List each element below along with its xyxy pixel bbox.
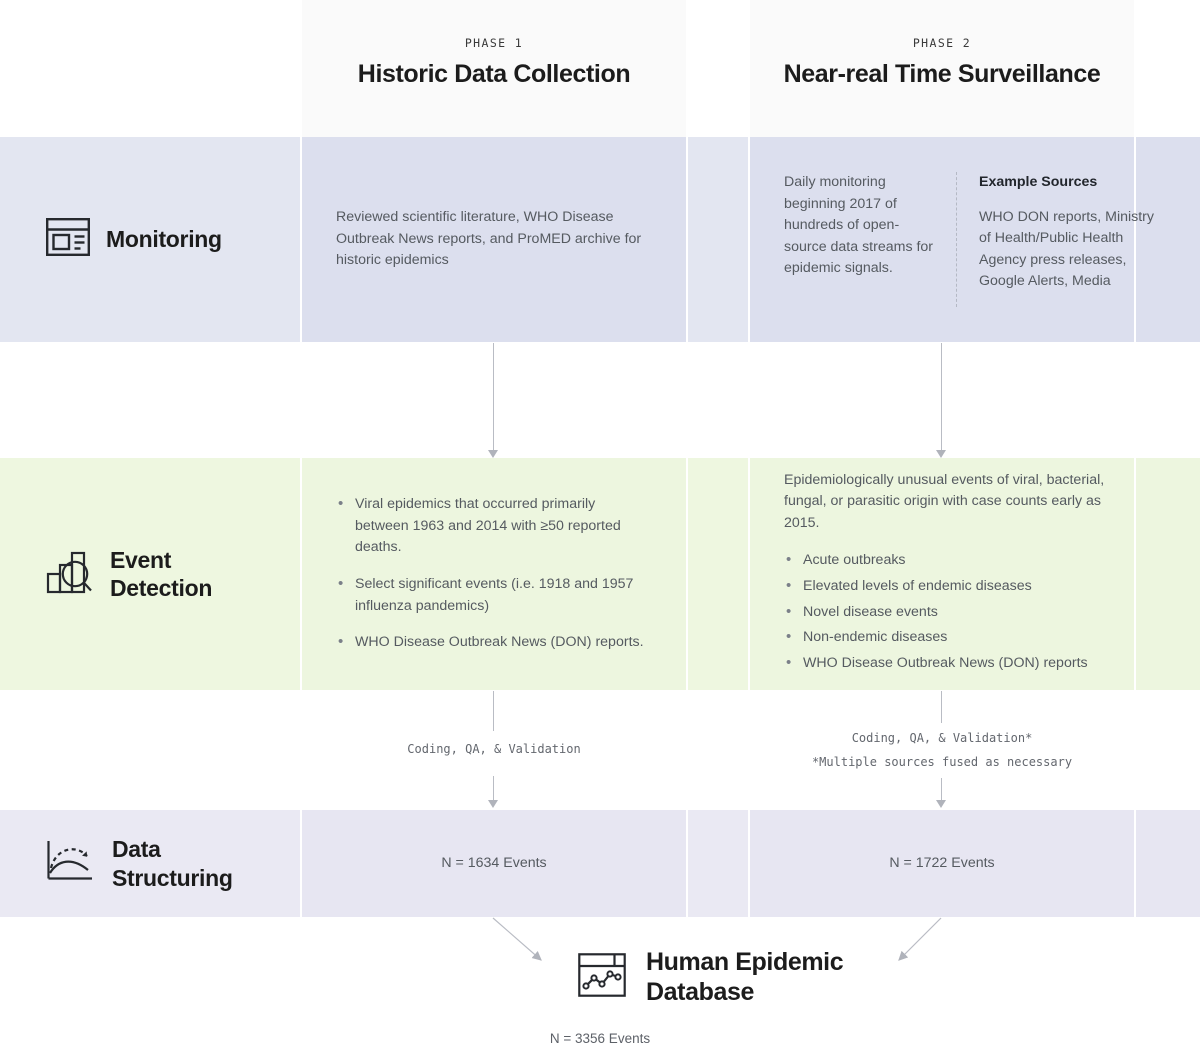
connector-label-phase2-note: *Multiple sources fused as necessary <box>811 755 1073 769</box>
monitoring-phase2-left-text: Daily monitoring beginning 2017 of hundr… <box>784 174 934 277</box>
connector-line-phase2-b-bot <box>941 778 942 802</box>
row-data-seg-tail <box>1136 810 1200 917</box>
connector-arrow-phase1-b <box>488 800 498 808</box>
row-label-monitoring: Monitoring <box>0 137 302 342</box>
list-item: Acute outbreaks <box>784 549 1136 572</box>
event-phase2-intro: Epidemiologically unusual events of vira… <box>784 471 1105 531</box>
row-monitoring-seg-gap <box>688 137 748 342</box>
final-title-line1: Human Epidemic <box>646 948 844 976</box>
list-item: WHO Disease Outbreak News (DON) reports <box>784 652 1136 675</box>
row-monitoring-seg-p2 <box>750 137 1134 342</box>
connector-arrow-phase2-b <box>936 800 946 808</box>
row-data-seg-p2 <box>750 810 1134 917</box>
list-item: WHO Disease Outbreak News (DON) reports. <box>336 631 652 654</box>
list-item: Non-endemic diseases <box>784 626 1136 649</box>
list-item: Viral epidemics that occurred primarily … <box>336 493 652 559</box>
connector-line-phase2-b-top <box>941 691 942 723</box>
dashed-divider <box>956 172 957 307</box>
example-sources-title: Example Sources <box>979 174 1098 190</box>
cell-monitoring-phase2: Daily monitoring beginning 2017 of hundr… <box>750 137 1200 342</box>
row-monitoring-seg-p1 <box>302 137 686 342</box>
final-node-title: Human Epidemic Database <box>646 947 844 1007</box>
event-phase1-bullets: Viral epidemics that occurred primarily … <box>336 493 652 654</box>
browser-line-chart-icon <box>578 952 626 1002</box>
epidemic-curve-icon <box>46 840 96 887</box>
row-monitoring-seg-tail <box>1136 137 1200 342</box>
data-phase2-count: N = 1722 Events <box>889 854 995 871</box>
connector-arrow-phase1-a <box>488 450 498 458</box>
phase-header-2: PHASE 2 Near-real Time Surveillance <box>750 0 1134 137</box>
bar-chart-magnifier-icon <box>46 548 94 601</box>
cell-monitoring-phase1: Reviewed scientific literature, WHO Dise… <box>302 137 686 342</box>
connector-arrow-phase2-a <box>936 450 946 458</box>
connector-line-phase1-b-top <box>493 691 494 731</box>
connector-line-phase2-a <box>941 343 942 451</box>
example-sources-text: WHO DON reports, Ministry of Health/Publ… <box>979 208 1154 290</box>
monitoring-phase1-text: Reviewed scientific literature, WHO Dise… <box>336 209 642 269</box>
phase-2-kicker: PHASE 2 <box>912 36 972 50</box>
connector-label-phase1: Coding, QA, & Validation <box>407 742 581 756</box>
final-node-human-epidemic-database: Human Epidemic Database <box>578 947 844 1007</box>
row-monitoring: Monitoring Reviewed scientific literatur… <box>0 137 1200 342</box>
row-monitoring-seg-label <box>0 137 300 342</box>
row-data-seg-label <box>0 810 300 917</box>
cell-data-phase2: N = 1722 Events <box>750 810 1134 917</box>
document-layout-icon <box>46 218 90 261</box>
connector-label-phase2: Coding, QA, & Validation* <box>851 731 1033 745</box>
list-item: Select significant events (i.e. 1918 and… <box>336 573 652 617</box>
row-event-seg-p2 <box>750 458 1134 690</box>
data-phase1-count: N = 1634 Events <box>441 854 547 871</box>
row-label-text-monitoring: Monitoring <box>106 226 222 253</box>
final-title-line2: Database <box>646 978 754 1006</box>
row-data-seg-gap <box>688 810 748 917</box>
list-item: Novel disease events <box>784 601 1136 624</box>
cell-event-phase2: Epidemiologically unusual events of vira… <box>750 458 1170 690</box>
cell-event-phase1: Viral epidemics that occurred primarily … <box>302 458 686 690</box>
connector-line-phase1-a <box>493 343 494 451</box>
list-item: Elevated levels of endemic diseases <box>784 575 1136 598</box>
final-node-count: N = 3356 Events <box>549 1031 651 1046</box>
phase-2-title: Near-real Time Surveillance <box>783 60 1101 88</box>
event-phase2-bullets: Acute outbreaks Elevated levels of endem… <box>784 549 1136 675</box>
row-event-seg-gap <box>688 458 748 690</box>
row-event-seg-tail <box>1136 458 1200 690</box>
phase-1-title: Historic Data Collection <box>357 60 631 88</box>
phase-1-kicker: PHASE 1 <box>464 36 524 50</box>
connector-line-phase1-b-bot <box>493 776 494 802</box>
cell-data-phase1: N = 1634 Events <box>302 810 686 917</box>
row-data-seg-p1 <box>302 810 686 917</box>
phase-header-1: PHASE 1 Historic Data Collection <box>302 0 686 137</box>
